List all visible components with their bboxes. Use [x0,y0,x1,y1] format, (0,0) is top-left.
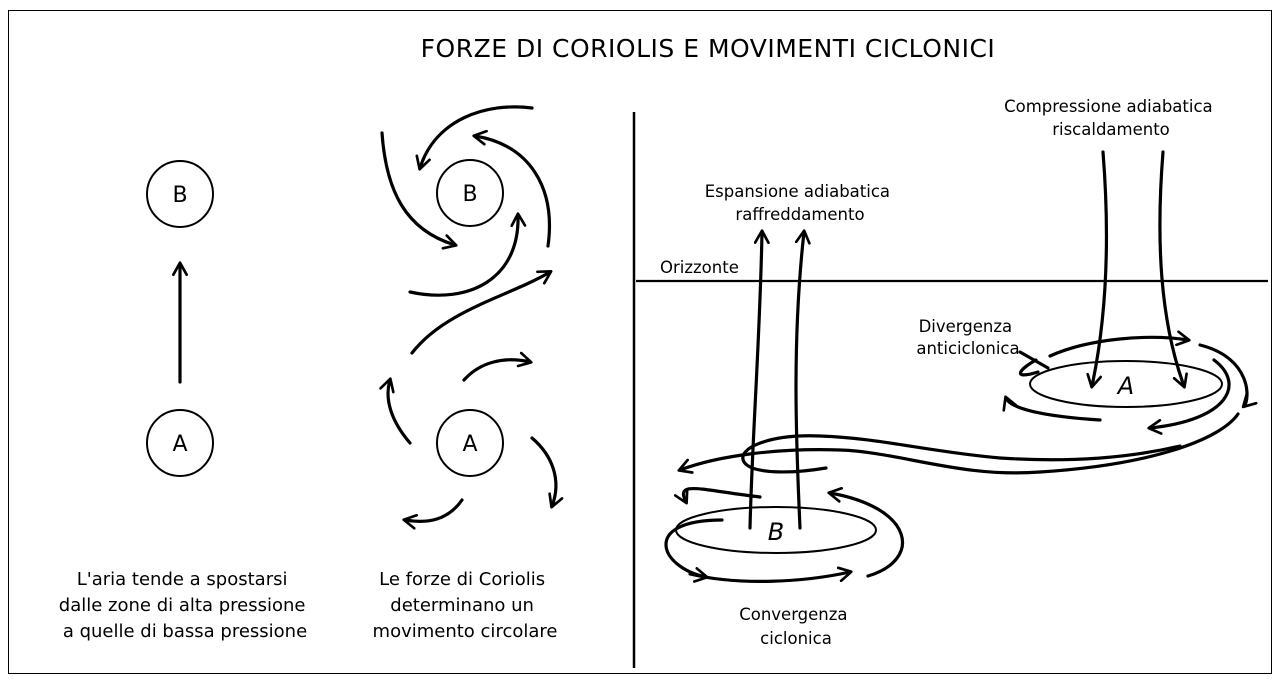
diagram-title: FORZE DI CORIOLIS E MOVIMENTI CICLONICI [421,34,996,63]
compression-line-1: Compressione adiabatica [1004,97,1213,116]
left-caption-line-2: dalle zone di alta pressione [59,595,306,616]
middle-caption-line-1: Le forze di Coriolis [379,569,545,590]
divergence-label: Divergenza anticiclonica [916,317,1019,358]
high-pressure-label: A [172,432,187,457]
outflow-band-1 [677,412,1240,475]
deflection-arrow-2 [462,351,533,382]
high-pressure-circle [146,409,214,477]
deflection-arrow-3 [530,436,564,509]
high-pressure-ellipse [1029,360,1223,408]
divergence-line-2: anticiclonica [916,339,1019,358]
left-caption-line-1: L'aria tende a spostarsi [77,569,288,590]
horizon-label: Orizzonte [660,258,739,277]
diagram-frame [8,10,1272,674]
swirl-arrow-4 [408,212,527,297]
low-pressure-circle [436,159,504,227]
swirl-arrow-5 [410,269,553,355]
divergence-swirl-2 [1198,343,1258,409]
expansion-line-1: Espansione adiabatica [705,182,890,201]
middle-panel: B A Le forze di Coriolis determinano un … [373,105,564,642]
high-pressure-circle [436,409,504,477]
left-caption: L'aria tende a spostarsi dalle zone di a… [59,569,311,642]
swirl-arrow-3 [472,129,551,248]
convergence-line-2: ciclonica [760,629,832,648]
compression-label: Compressione adiabatica riscaldamento [1004,97,1218,139]
low-pressure-label: B [462,182,477,207]
outflow-band-2 [741,434,1182,474]
swirl-arrow-2 [380,131,458,250]
middle-caption: Le forze di Coriolis determinano un movi… [373,569,558,642]
divergence-pointer [1018,350,1050,370]
low-pressure-circle [146,160,214,228]
convergence-swirl-2 [688,566,853,583]
right-panel: Orizzonte Espansione adiabatica raffredd… [636,97,1268,648]
divergence-swirl-1 [1048,330,1191,358]
low-pressure-label: B [172,183,187,208]
descending-air-arrow-1 [1086,150,1108,389]
deflection-arrow-1 [379,377,412,445]
deflection-arrow-4 [402,498,464,530]
convergence-swirl-4 [673,486,762,505]
swirl-arrow-1 [415,105,534,171]
middle-caption-line-2: determinano un [390,595,534,616]
middle-caption-line-3: movimento circolare [373,621,558,642]
high-pressure-label: A [1116,372,1134,400]
compression-line-2: riscaldamento [1052,120,1170,139]
convergence-swirl-3 [827,486,905,578]
left-caption-line-3: a quelle di bassa pressione [63,621,307,642]
expansion-label: Espansione adiabatica raffreddamento [705,182,896,224]
expansion-line-2: raffreddamento [735,205,864,224]
convergence-label: Convergenza ciclonica [739,605,853,648]
low-pressure-label: B [768,518,784,546]
divergence-swirl-4 [1002,395,1102,422]
divergence-swirl-3 [1147,358,1231,435]
descending-air-arrow-2 [1158,150,1188,389]
rising-air-arrow-1 [748,229,770,530]
high-pressure-label: A [462,432,477,457]
left-panel: B A L'aria tende a spostarsi dalle zone … [59,160,311,642]
divergence-line-1: Divergenza [919,317,1013,336]
convergence-swirl-1 [664,518,724,583]
divergence-swirl-5 [1018,358,1040,377]
rising-air-arrow-2 [794,229,811,530]
convergence-line-1: Convergenza [739,605,847,624]
